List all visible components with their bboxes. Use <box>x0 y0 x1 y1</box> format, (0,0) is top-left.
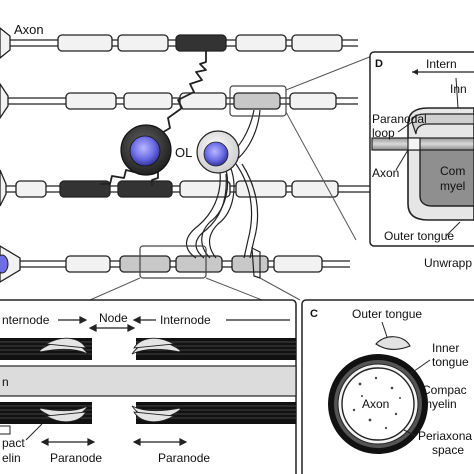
panel-b-internode-right: Internode <box>160 313 211 327</box>
panel-b: nternode Node Internode n <box>0 299 297 474</box>
panel-d-inner: Inn <box>450 82 467 96</box>
panel-b-paranode-left: Paranode <box>50 451 102 465</box>
ol-label: OL <box>175 145 192 160</box>
panel-d-letter: D <box>375 58 383 70</box>
panel-b-compact-1: pact <box>2 436 25 450</box>
panel-c-inner-1: Inner <box>432 341 459 355</box>
panel-b-node: Node <box>99 311 128 325</box>
panel-d-paranodal-1: Paranodal <box>372 112 427 126</box>
panel-c-periaxonal-2: space <box>432 443 464 457</box>
panel-c-outer-tongue: Outer tongue <box>352 307 422 321</box>
panel-d-compact-2: myel <box>440 179 465 193</box>
panel-b-compact-2: elin <box>2 451 21 465</box>
ol-cell-light <box>196 130 240 174</box>
panel-b-paranode-right: Paranode <box>158 451 210 465</box>
panel-c: C Outer tongue Axon Inner tongue Compac … <box>301 299 474 474</box>
panel-c-periaxonal-1: Periaxona <box>418 429 472 443</box>
panel-d-axon: Axon <box>372 166 399 180</box>
axon-label: Axon <box>14 22 44 37</box>
panel-c-axon: Axon <box>362 397 389 411</box>
panel-b-internode-left: nternode <box>2 313 50 327</box>
zoom-lines <box>89 55 373 301</box>
myelin-segments <box>15 34 343 273</box>
ol-processes-light <box>185 109 261 259</box>
panel-d: D Intern Inn Paranodal loop Axon Com mye… <box>369 51 474 247</box>
panel-d-internode: Intern <box>426 57 457 71</box>
panel-d-compact-1: Com <box>440 164 465 178</box>
panel-c-inner-2: tongue <box>432 355 469 369</box>
ol-cell-dark <box>120 124 172 176</box>
panel-c-compact-2: myelin <box>422 397 457 411</box>
panel-d-outer-tongue: Outer tongue <box>384 229 454 243</box>
panel-b-axon: n <box>2 375 9 389</box>
panel-c-compact-1: Compac <box>422 383 467 397</box>
panel-d-paranodal-2: loop <box>372 126 395 140</box>
panel-c-letter: C <box>310 308 318 320</box>
panel-d-unwrapped: Unwrapp <box>424 256 472 270</box>
